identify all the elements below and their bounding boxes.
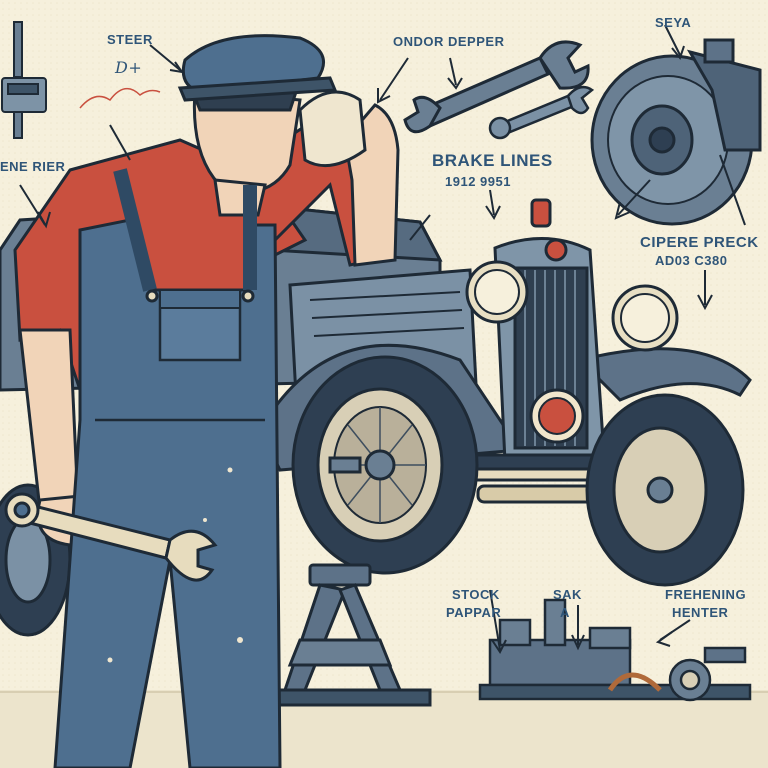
spring-part-icon: [1, 21, 47, 139]
label-stock: STOCK: [452, 587, 500, 602]
squiggle-mark: [79, 87, 161, 109]
label-steer: STEER: [107, 32, 153, 47]
label-brake-lines: BRAKE LINES: [432, 151, 553, 170]
small-wrench-icon: [488, 85, 595, 140]
right-wheel: [585, 393, 745, 587]
front-wheel: [291, 355, 479, 575]
label-steer-note: D+: [115, 58, 143, 77]
label-seya: SEYA: [655, 15, 692, 30]
wrench-icon: [403, 40, 590, 134]
label-frehening: FREHENING: [665, 587, 747, 602]
label-sak-sub: A: [560, 605, 570, 620]
label-cipere-code: AD03 C380: [655, 253, 728, 268]
brake-disc-icon: [590, 38, 762, 226]
floor-jack-icon: [478, 598, 752, 702]
car-jack-icon: [268, 563, 432, 707]
label-henter: HENTER: [672, 605, 729, 620]
label-cipere-preck: CIPERE PRECK: [640, 234, 759, 251]
label-brake-lines-code: 1912 9951: [445, 174, 511, 189]
label-pappar: PAPPAR: [446, 605, 502, 620]
hand-wrench-icon: [4, 492, 218, 582]
label-engine-rier: ENE RIER: [0, 159, 66, 174]
arrow-icon: [19, 24, 746, 654]
label-sak: SAK: [553, 587, 582, 602]
mechanic-figure: [13, 34, 400, 768]
label-ondor-depper: ONDOR DEPPER: [393, 34, 505, 49]
